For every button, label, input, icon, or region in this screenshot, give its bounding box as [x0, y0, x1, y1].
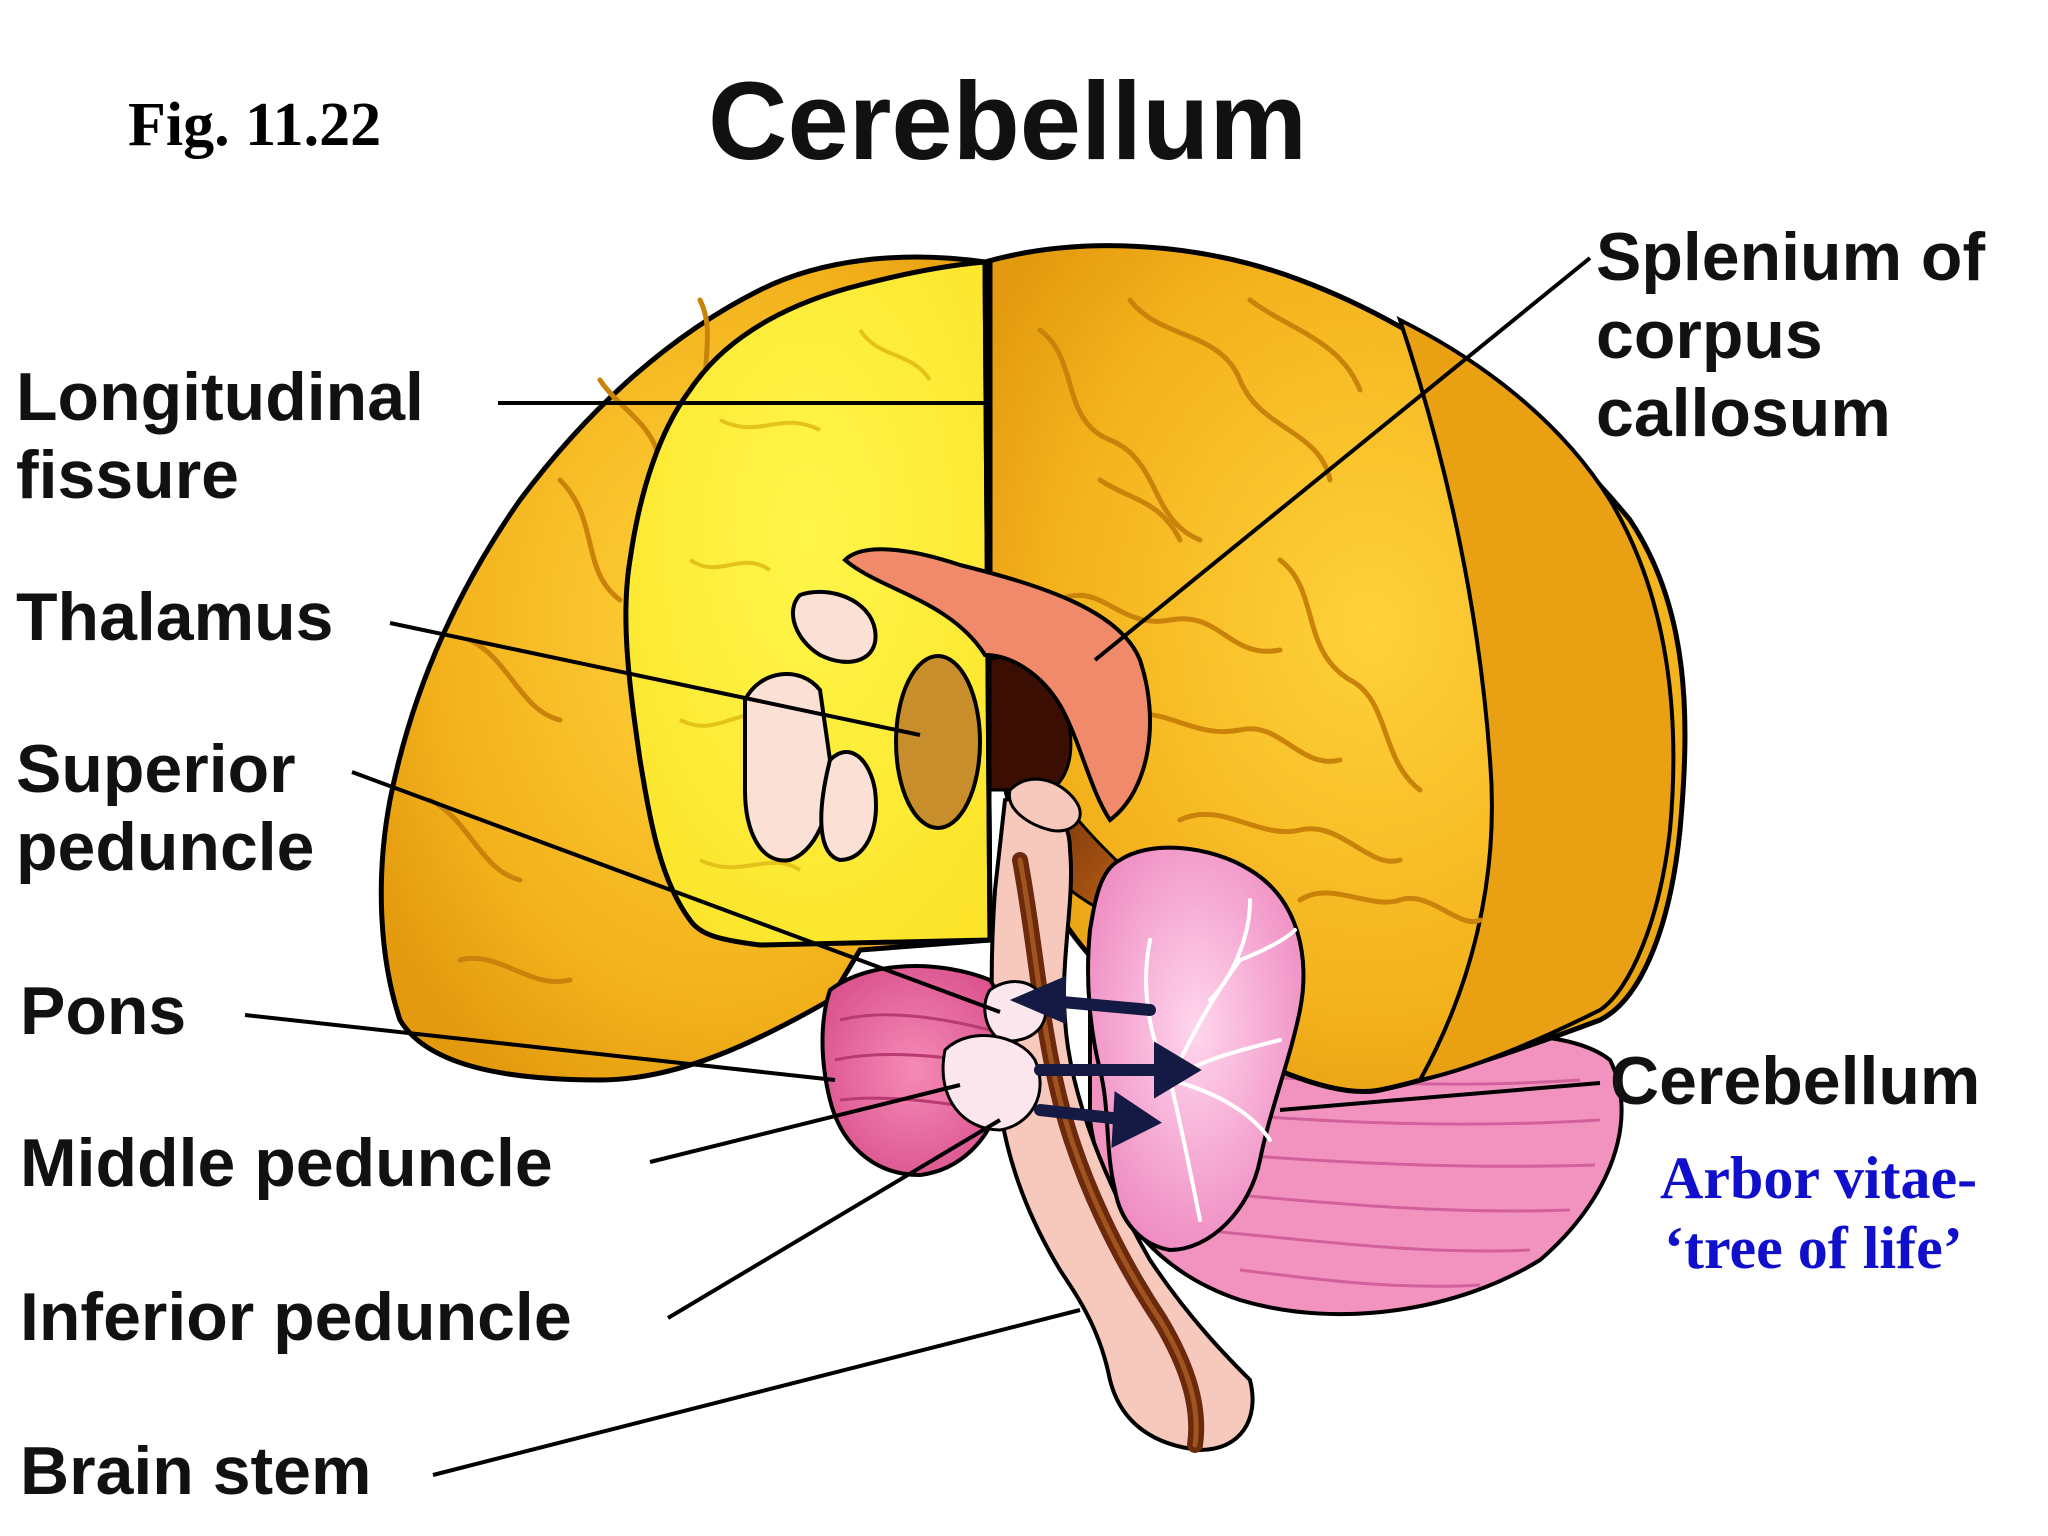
arbor-vitae-line2: ‘tree of life’ [1664, 1215, 1963, 1281]
gyri-lines [427, 297, 1483, 985]
leader-lines [244, 256, 1601, 1477]
label-splenium-line2: corpus [1596, 297, 1823, 373]
label-superior-peduncle-line2: peduncle [16, 809, 315, 885]
leader-inferior-peduncle [666, 1118, 1002, 1320]
label-inferior-peduncle: Inferior peduncle [20, 1279, 572, 1355]
arbor-vitae-annotation: Arbor vitae- ‘tree of life’ [1660, 1143, 1977, 1283]
label-splenium-line3: callosum [1596, 375, 1891, 451]
ventricle-shape-right [819, 749, 878, 863]
label-superior-peduncle: Superior peduncle [16, 730, 315, 886]
leader-pons [244, 1013, 836, 1082]
leader-middle-peduncle [649, 1083, 961, 1164]
leader-brain-stem [432, 1308, 1081, 1477]
pons-shape [820, 964, 1009, 1178]
ventricle-shape-upper [790, 589, 878, 664]
label-longitudinal-fissure-line2: fissure [16, 437, 239, 513]
diagram-title: Cerebellum [708, 60, 1308, 183]
label-cerebellum: Cerebellum [1610, 1043, 1981, 1119]
peduncle-arrows [1009, 975, 1202, 1148]
peduncle-stalk-middle [941, 1034, 1042, 1132]
leader-thalamus [389, 621, 921, 737]
label-brain-stem: Brain stem [20, 1433, 372, 1509]
figure-number: Fig. 11.22 [128, 91, 382, 159]
leader-splenium [1093, 256, 1592, 662]
leader-superior-peduncle [351, 770, 1001, 1014]
label-longitudinal-fissure: Longitudinal fissure [16, 358, 424, 514]
label-superior-peduncle-line1: Superior [16, 731, 296, 807]
aqueduct-highlight [1017, 857, 1199, 1448]
leader-cerebellum [1279, 1081, 1601, 1112]
label-pons: Pons [20, 973, 187, 1049]
thalamus-shape [894, 654, 982, 830]
tectum-shape [1007, 777, 1082, 833]
arbor-vitae-line1: Arbor vitae- [1660, 1145, 1978, 1211]
label-thalamus: Thalamus [16, 579, 334, 655]
hemisphere-flank [1396, 316, 1676, 1083]
label-middle-peduncle: Middle peduncle [20, 1125, 553, 1201]
label-splenium: Splenium of corpus callosum [1596, 218, 1985, 452]
brainstem-shape [989, 795, 1255, 1453]
label-splenium-line1: Splenium of [1596, 219, 1986, 295]
corpus-callosum [842, 547, 1152, 823]
label-longitudinal-fissure-line1: Longitudinal [16, 359, 424, 435]
